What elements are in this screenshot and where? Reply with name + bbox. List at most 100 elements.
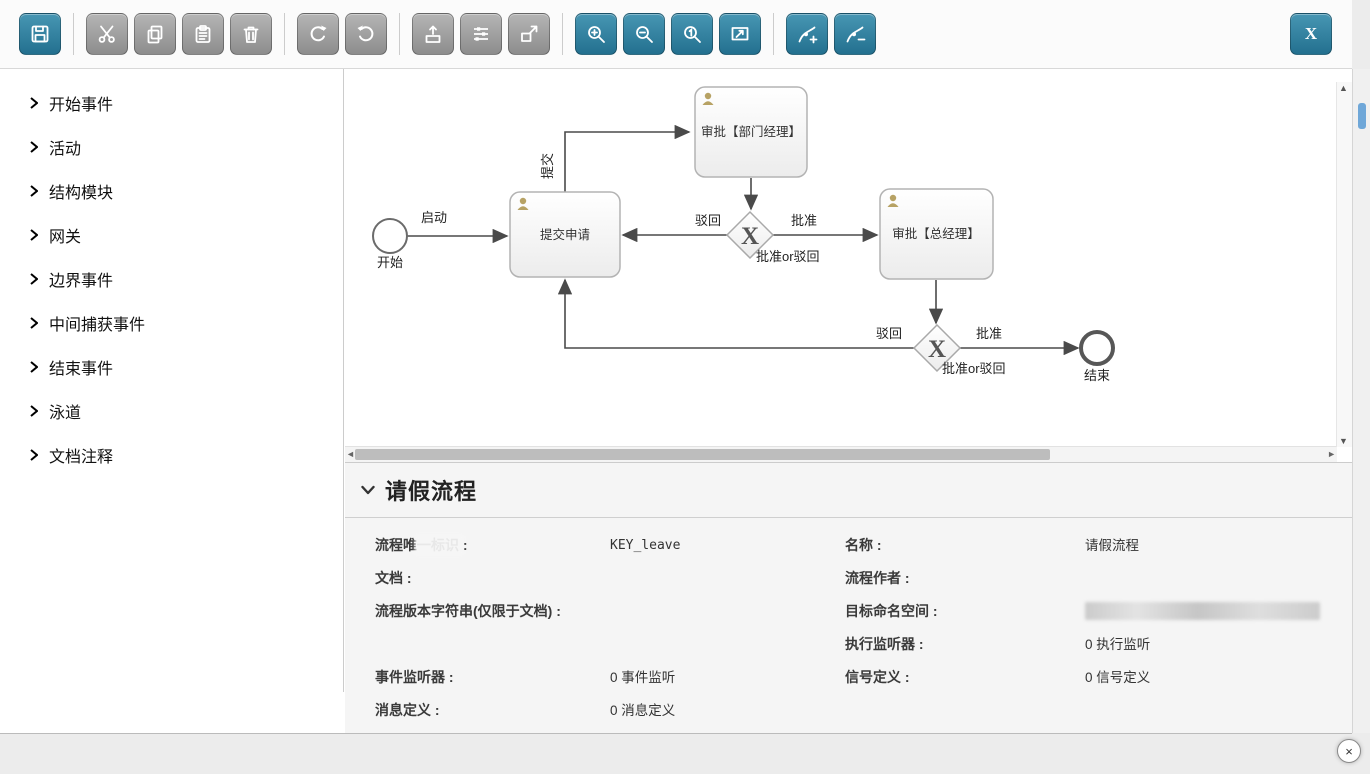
chevron-right-icon (30, 273, 38, 285)
sidebar-item-swimlanes[interactable]: 泳道 (0, 389, 343, 433)
toolbar: X (0, 0, 1352, 69)
end-event-label: 结束 (1084, 368, 1110, 383)
redo-button[interactable] (297, 13, 339, 55)
namespace-label: 目标命名空间 : (845, 603, 938, 619)
task-dept-manager-approval[interactable]: 审批【部门经理】 (694, 86, 808, 178)
horizontal-scrollbar[interactable]: ◄ ► (345, 446, 1337, 462)
align-horizontal-button[interactable] (460, 13, 502, 55)
edge-label-reject-2: 驳回 (876, 326, 902, 341)
undo-button[interactable] (345, 13, 387, 55)
sidebar-item-label: 结构模块 (49, 185, 114, 202)
undo-icon (355, 23, 377, 45)
align-vertical-button[interactable] (412, 13, 454, 55)
horizontal-scrollbar-thumb[interactable] (355, 449, 1050, 460)
copy-button[interactable] (134, 13, 176, 55)
event-listener-label: 事件监听器 : (375, 669, 454, 685)
page-scrollbar[interactable] (1352, 69, 1370, 733)
chevron-right-icon (30, 361, 38, 373)
author-label: 流程作者 : (845, 570, 910, 586)
process-key-label: 流程唯一标识 : (375, 535, 468, 555)
scroll-left-icon[interactable]: ◄ (346, 449, 355, 459)
name-value[interactable]: 请假流程 (1085, 538, 1139, 553)
chevron-right-icon (30, 141, 38, 153)
chevron-right-icon (30, 317, 38, 329)
properties-panel: 请假流程 流程唯一标识 : KEY_leave 名称 : 请假流程 文档 : 流… (345, 462, 1352, 733)
zoom-out-button[interactable] (623, 13, 665, 55)
add-bendpoint-button[interactable] (786, 13, 828, 55)
close-editor-label: X (1304, 24, 1318, 43)
paste-button[interactable] (182, 13, 224, 55)
start-event-label: 开始 (377, 255, 403, 270)
properties-header[interactable]: 请假流程 (345, 463, 1352, 518)
documentation-label: 文档 : (375, 570, 412, 586)
signal-definitions-value[interactable]: 0 信号定义 (1085, 670, 1151, 685)
sidebar-item-activities[interactable]: 活动 (0, 125, 343, 169)
save-icon (29, 23, 51, 45)
close-editor-button[interactable]: X (1290, 13, 1332, 55)
scroll-down-icon[interactable]: ▼ (1339, 436, 1348, 446)
scroll-up-icon[interactable]: ▲ (1339, 83, 1348, 93)
align-vertical-icon (422, 23, 444, 45)
sidebar-item-label: 边界事件 (49, 273, 114, 290)
event-listener-value[interactable]: 0 事件监听 (610, 670, 676, 685)
message-definitions-value[interactable]: 0 消息定义 (610, 703, 676, 718)
start-event[interactable] (372, 218, 408, 254)
edge-label-submit: 提交 (540, 153, 555, 179)
page-close-button[interactable]: × (1337, 739, 1361, 763)
toolbar-separator (399, 13, 400, 55)
sidebar-item-label: 网关 (49, 229, 82, 246)
chevron-down-icon (361, 485, 375, 495)
zoom-actual-button[interactable] (671, 13, 713, 55)
remove-bendpoint-button[interactable] (834, 13, 876, 55)
message-definitions-label: 消息定义 : (375, 702, 440, 718)
chevron-right-icon (30, 449, 38, 461)
close-icon: × (1345, 743, 1353, 759)
vertical-scrollbar[interactable]: ▲ ▼ (1336, 82, 1352, 447)
sidebar-item-boundary-events[interactable]: 边界事件 (0, 257, 343, 301)
user-task-icon (517, 197, 529, 210)
properties-grid: 流程唯一标识 : KEY_leave 名称 : 请假流程 文档 : 流程作者 :… (345, 518, 1352, 720)
task-submit-request[interactable]: 提交申请 (509, 191, 621, 278)
toolbar-separator (562, 13, 563, 55)
same-size-button[interactable] (508, 13, 550, 55)
gateway-caption-2: 批准or驳回 (942, 361, 1006, 376)
zoom-in-icon (585, 23, 607, 45)
sidebar-item-gateways[interactable]: 网关 (0, 213, 343, 257)
user-task-icon (887, 194, 899, 207)
zoom-out-icon (633, 23, 655, 45)
cut-button[interactable] (86, 13, 128, 55)
flow-gateway2-reject-to-submit[interactable] (557, 278, 914, 349)
task-general-manager-approval[interactable]: 审批【总经理】 (879, 188, 994, 280)
flow-submit-to-dept-manager[interactable] (564, 124, 691, 192)
palette-sidebar: 开始事件 活动 结构模块 网关 边界事件 中间捕获事件 结束事件 泳道 文档注释 (0, 69, 344, 692)
page-scrollbar-thumb[interactable] (1358, 103, 1366, 129)
page-bottom-strip (0, 734, 1370, 774)
sidebar-item-intermediate-catching-events[interactable]: 中间捕获事件 (0, 301, 343, 345)
namespace-value[interactable] (1085, 602, 1352, 620)
edge-label-launch: 启动 (421, 210, 447, 225)
signal-definitions-label: 信号定义 : (845, 669, 910, 685)
sidebar-item-end-events[interactable]: 结束事件 (0, 345, 343, 389)
sidebar-item-structural[interactable]: 结构模块 (0, 169, 343, 213)
sidebar-item-label: 开始事件 (49, 97, 114, 114)
scissors-icon (96, 23, 118, 45)
gateway-x-symbol: X (741, 223, 759, 250)
exclusive-gateway-2[interactable]: X (912, 323, 962, 373)
process-title: 请假流程 (385, 479, 478, 504)
sidebar-item-label: 结束事件 (49, 361, 114, 378)
save-button[interactable] (19, 13, 61, 55)
gateway-caption-1: 批准or驳回 (756, 249, 820, 264)
zoom-in-button[interactable] (575, 13, 617, 55)
sidebar-item-start-events[interactable]: 开始事件 (0, 81, 343, 125)
scroll-right-icon[interactable]: ► (1327, 449, 1336, 459)
delete-button[interactable] (230, 13, 272, 55)
fit-screen-icon (729, 23, 751, 45)
process-key-value[interactable]: KEY_leave (610, 538, 681, 553)
diagram-canvas[interactable]: 开始 结束 提交申请 审批【 (345, 69, 1352, 462)
sidebar-item-annotation[interactable]: 文档注释 (0, 433, 343, 477)
exclusive-gateway-1[interactable]: X (725, 210, 775, 260)
sidebar-item-label: 活动 (49, 141, 82, 158)
end-event[interactable] (1079, 330, 1115, 366)
zoom-fit-button[interactable] (719, 13, 761, 55)
execution-listener-value[interactable]: 0 执行监听 (1085, 637, 1151, 652)
